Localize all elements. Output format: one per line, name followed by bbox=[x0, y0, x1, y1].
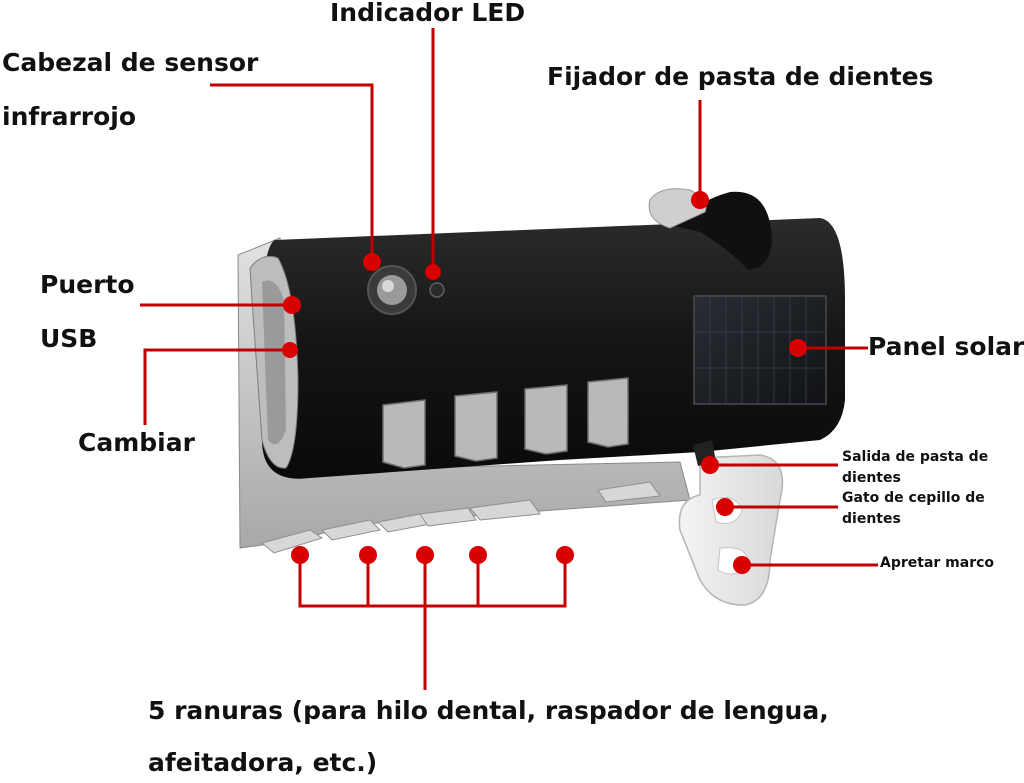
marker-slot-2 bbox=[359, 546, 377, 564]
marker-slot-1 bbox=[291, 546, 309, 564]
marker-slot-4 bbox=[469, 546, 487, 564]
marker-slot-5 bbox=[556, 546, 574, 564]
label-toothpaste-outlet-line1: Salida de pasta de bbox=[842, 449, 989, 465]
label-squeeze-frame: Apretar marco bbox=[880, 555, 995, 571]
label-infrared-sensor-line2: infrarrojo bbox=[2, 102, 137, 131]
led bbox=[429, 282, 445, 298]
marker-led bbox=[425, 264, 441, 280]
marker-squeeze-frame bbox=[733, 556, 751, 574]
squeeze-frame bbox=[678, 454, 784, 606]
label-toothpaste-holder: Fijador de pasta de dientes bbox=[547, 62, 934, 91]
label-usb-port-line1: Puerto bbox=[40, 270, 135, 299]
label-slots-line1: 5 ranuras (para hilo dental, raspador de… bbox=[148, 696, 829, 725]
marker-slot-3 bbox=[416, 546, 434, 564]
marker-usb-port bbox=[283, 296, 301, 314]
dispenser-device bbox=[237, 188, 845, 606]
marker-solar-panel bbox=[789, 339, 807, 357]
label-brush-holder-line1: Gato de cepillo de bbox=[842, 490, 985, 506]
marker-switch bbox=[282, 342, 298, 358]
leader-infrared-sensor bbox=[210, 83, 374, 262]
leader-lines bbox=[140, 28, 878, 690]
marker-toothpaste-holder bbox=[691, 191, 709, 209]
label-switch: Cambiar bbox=[78, 428, 195, 457]
slot-tabs bbox=[260, 481, 661, 554]
marker-toothpaste-outlet bbox=[701, 456, 719, 474]
label-toothpaste-outlet-line2: dientes bbox=[842, 470, 901, 486]
leader-slots-bracket bbox=[298, 555, 567, 608]
marker-infrared-sensor bbox=[363, 253, 381, 271]
label-slots-line2: afeitadora, etc.) bbox=[148, 748, 378, 777]
label-infrared-sensor-line1: Cabezal de sensor bbox=[2, 48, 259, 77]
brush-slots bbox=[382, 377, 629, 469]
label-led-indicator: Indicador LED bbox=[330, 0, 526, 27]
marker-brush-holder bbox=[716, 498, 734, 516]
label-solar-panel: Panel solar bbox=[868, 332, 1024, 361]
markers bbox=[282, 191, 807, 574]
label-usb-port-line2: USB bbox=[40, 324, 98, 353]
label-brush-holder-line2: dientes bbox=[842, 511, 901, 527]
leader-switch bbox=[143, 348, 290, 425]
